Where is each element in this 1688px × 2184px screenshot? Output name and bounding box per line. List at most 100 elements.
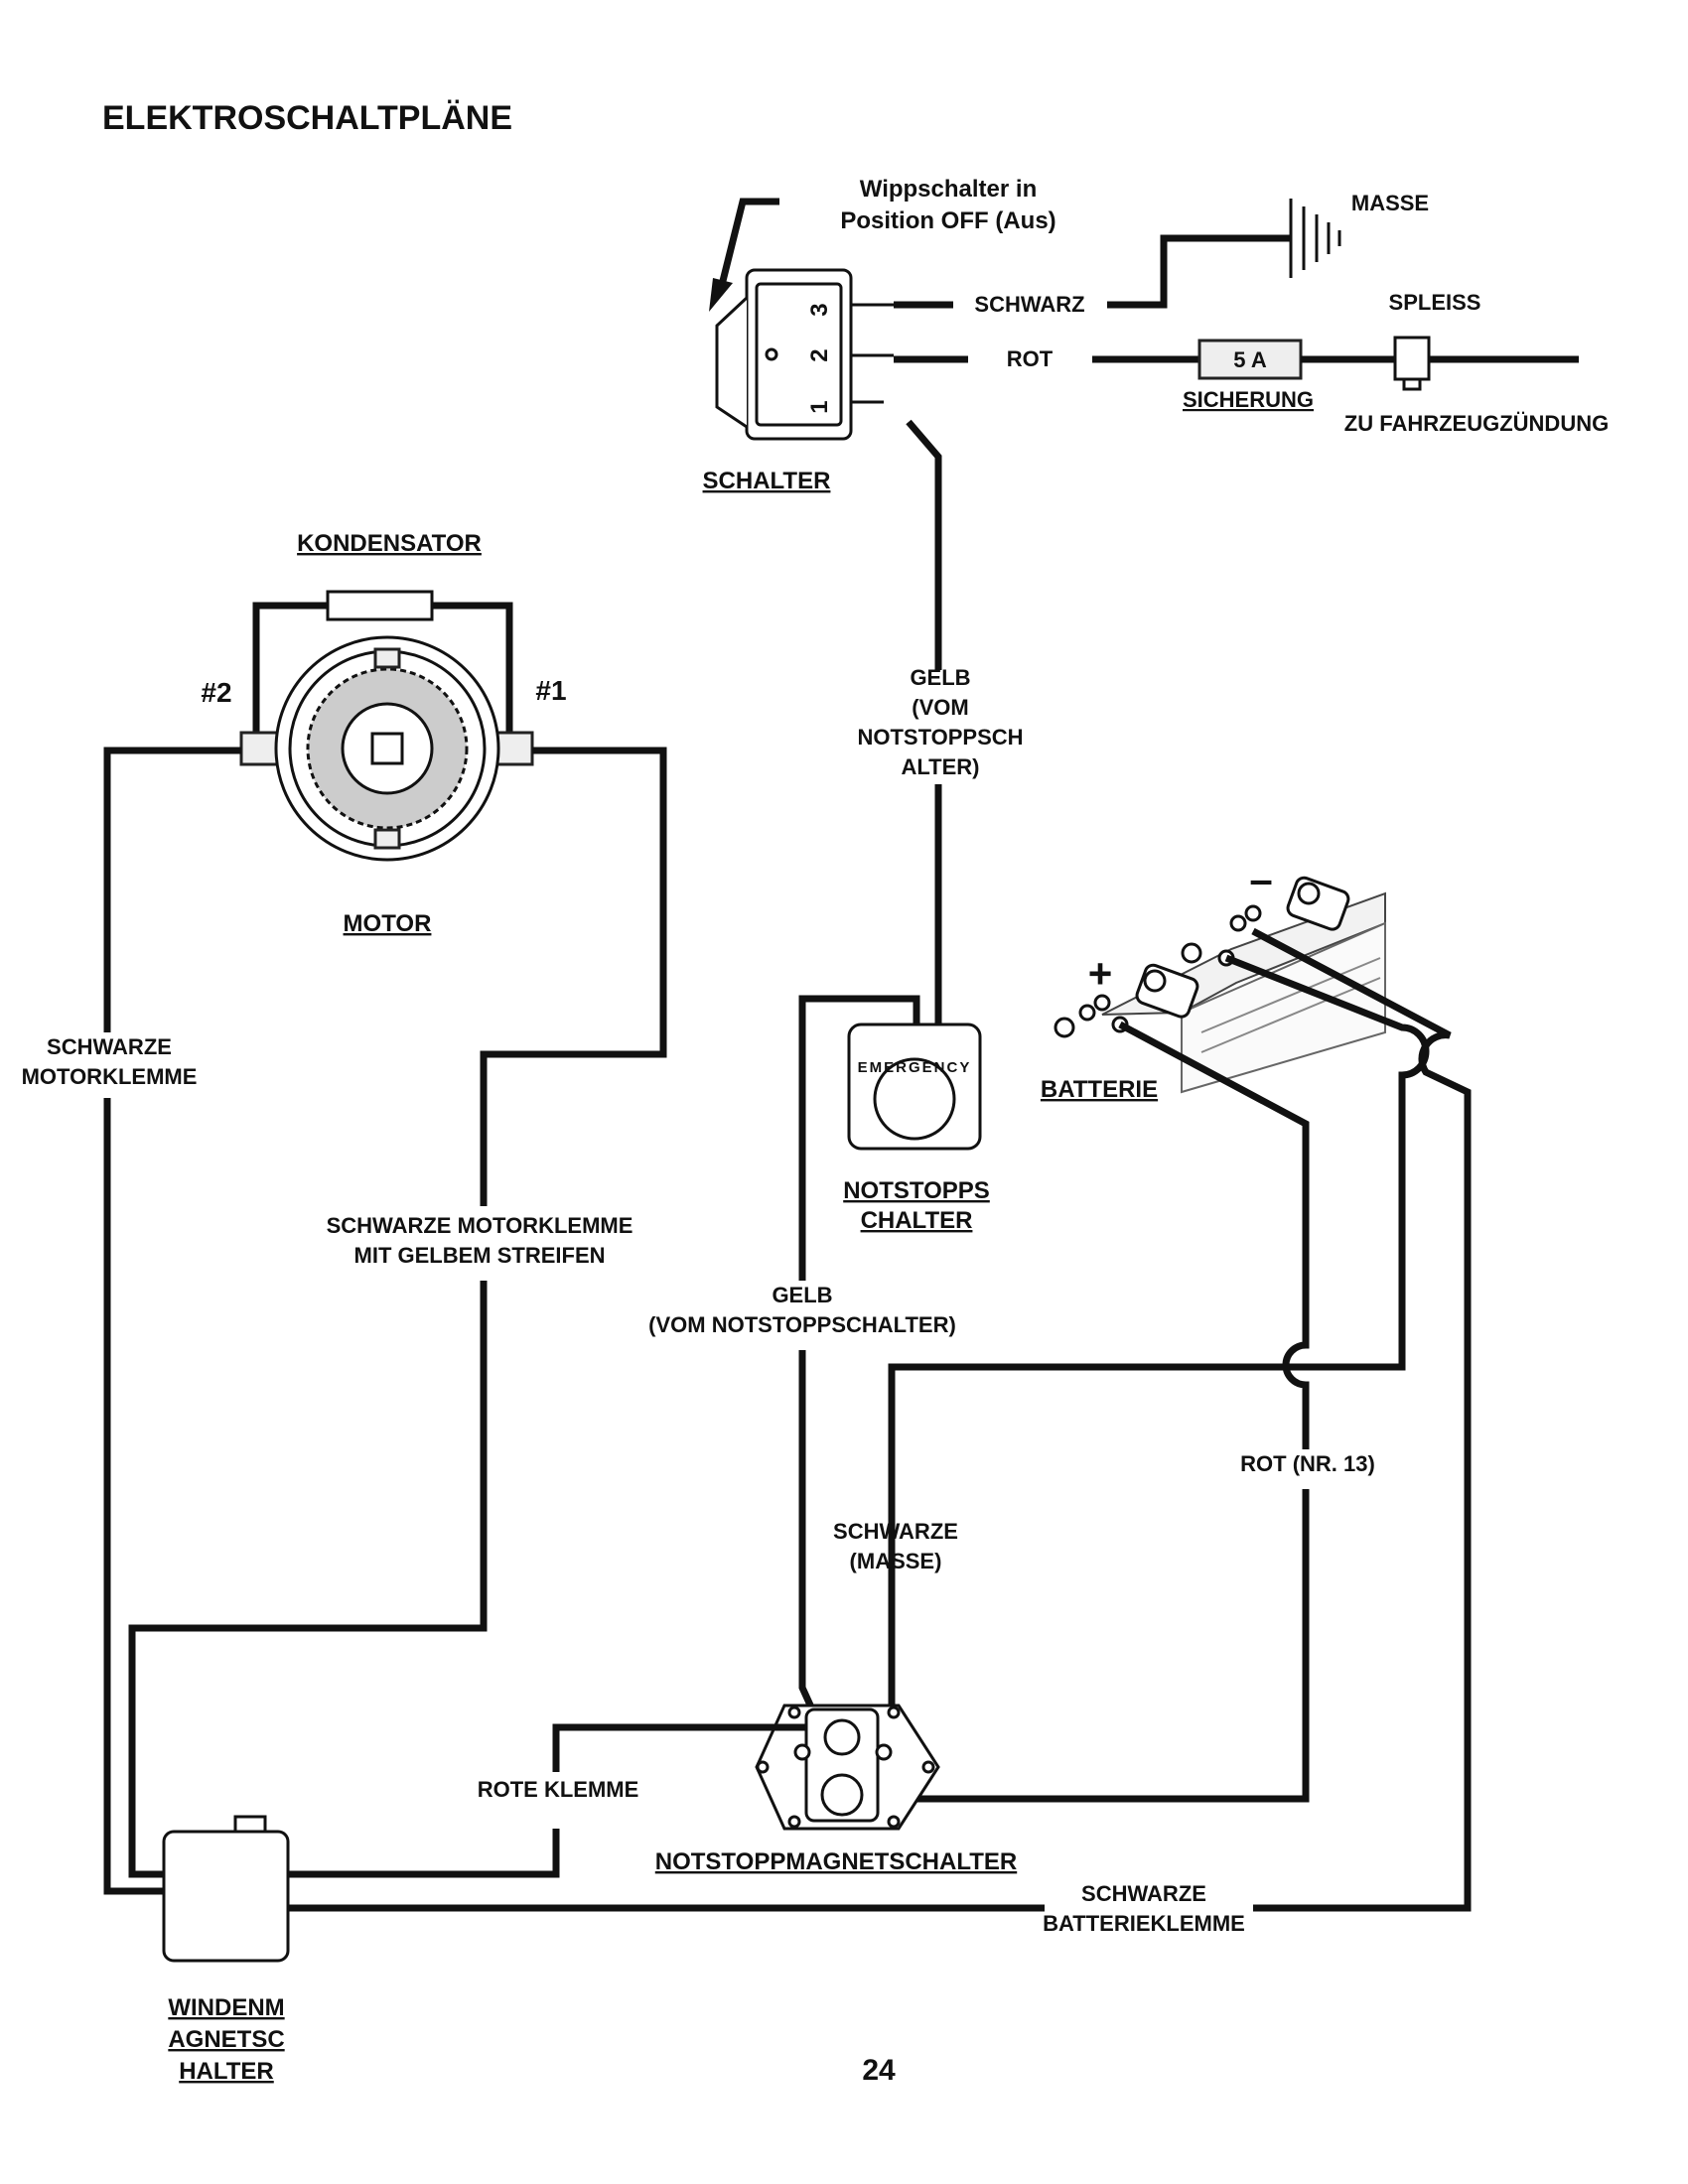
svg-text:(MASSE): (MASSE) <box>850 1549 942 1573</box>
battery: – + <box>1054 856 1386 1094</box>
solenoid-small-2 <box>875 1743 893 1761</box>
wire-rot-13-a <box>1118 1021 1310 1449</box>
solenoid-small-1 <box>793 1743 811 1761</box>
pos-nut-1 <box>1093 994 1111 1012</box>
rot-label: ROT <box>1007 346 1054 371</box>
solenoid-mount-1 <box>787 1706 801 1719</box>
wire-motor-term2 <box>103 747 241 1032</box>
svg-text:MOTORKLEMME: MOTORKLEMME <box>22 1064 198 1089</box>
solenoid-mount-2 <box>887 1706 901 1719</box>
schwarze-motorklemme-label: SCHWARZE MOTORKLEMME <box>22 1034 198 1089</box>
estop-emergency-text: EMERGENCY <box>858 1059 972 1076</box>
estop-button <box>873 1057 956 1141</box>
svg-text:GELB: GELB <box>910 665 970 690</box>
svg-text:NOTSTOPPSCH: NOTSTOPPSCH <box>857 725 1023 750</box>
svg-text:WINDENM: WINDENM <box>168 1994 284 2021</box>
pos-nut-3 <box>1054 1017 1075 1038</box>
svg-text:SCHWARZE MOTORKLEMME: SCHWARZE MOTORKLEMME <box>327 1213 633 1238</box>
pin-3-label: 3 <box>806 303 833 316</box>
neg-nut-2 <box>1229 914 1247 932</box>
battery-box <box>1181 921 1386 1094</box>
fuse-value: 5 A <box>1233 347 1267 372</box>
rocker-arrowhead <box>709 278 733 312</box>
solenoid-mount-6 <box>921 1760 935 1774</box>
wire-batt-neg-main <box>1251 927 1472 1912</box>
ground-symbol <box>1289 199 1341 278</box>
pin-2-label: 2 <box>806 348 833 361</box>
kondensator-label: KONDENSATOR <box>297 530 482 557</box>
schwarz-label: SCHWARZ <box>974 292 1084 317</box>
wire-gelb-bottom-a <box>798 995 920 1281</box>
svg-text:ALTER): ALTER) <box>901 754 979 779</box>
wire-rote-klemme-b <box>288 1829 560 1878</box>
solenoid-stud-top <box>823 1718 861 1756</box>
solenoid-mount-3 <box>787 1815 801 1829</box>
neg-nut-3 <box>1181 942 1202 964</box>
winch-solenoid-cap <box>233 1815 267 1834</box>
wire-motor-term1 <box>480 747 667 1206</box>
negative-post <box>1297 882 1321 905</box>
svg-text:AGNETSC: AGNETSC <box>168 2026 284 2053</box>
winch-solenoid <box>144 1815 308 1963</box>
splice <box>1393 336 1431 381</box>
wire-gelb-top-a <box>906 419 942 670</box>
solenoid-stud-bottom <box>820 1773 864 1817</box>
svg-text:SCHWARZE: SCHWARZE <box>833 1519 958 1544</box>
rocker-pointer-arrow <box>716 198 779 294</box>
term-2-label: #2 <box>201 677 231 708</box>
svg-text:BATTERIEKLEMME: BATTERIEKLEMME <box>1043 1911 1245 1936</box>
svg-text:NOTSTOPPS: NOTSTOPPS <box>843 1177 990 1204</box>
svg-text:SCHWARZE: SCHWARZE <box>47 1034 172 1059</box>
pin-1-label: 1 <box>806 400 833 413</box>
wire-rote-klemme-a <box>552 1723 806 1772</box>
rote-klemme-label: ROTE KLEMME <box>478 1777 639 1802</box>
svg-text:HALTER: HALTER <box>179 2058 274 2085</box>
minus-label: – <box>1249 856 1272 902</box>
wire-capacitor <box>252 602 513 740</box>
splice-tab <box>1402 377 1422 391</box>
zu-fahrzeug-label: ZU FAHRZEUGZÜNDUNG <box>1344 411 1609 436</box>
sicherung-label: SICHERUNG <box>1183 387 1314 412</box>
rocker-note-line2: Position OFF (Aus) <box>840 207 1055 234</box>
emergency-stop-switch: EMERGENCY <box>847 1023 982 1151</box>
switch-lamp <box>765 347 778 361</box>
motor-brush-bottom <box>373 828 401 850</box>
batterie-label: BATTERIE <box>1041 1076 1158 1103</box>
spleiss-label: SPLEISS <box>1389 290 1481 315</box>
schwarze-masse-label: SCHWARZE (MASSE) <box>833 1519 958 1573</box>
rocker-paddle <box>715 296 749 429</box>
wire-schwarz-b <box>1107 234 1291 309</box>
svg-text:SCHWARZE: SCHWARZE <box>1081 1881 1206 1906</box>
svg-text:CHALTER: CHALTER <box>861 1207 973 1234</box>
motor-shaft <box>370 732 404 765</box>
notstopps-label: NOTSTOPPS CHALTER <box>843 1177 990 1234</box>
capacitor <box>326 590 434 621</box>
solenoid-mount-5 <box>756 1760 770 1774</box>
motor-label: MOTOR <box>344 910 432 937</box>
wire-gelb-bottom-b <box>798 1350 816 1711</box>
positive-post <box>1143 969 1167 993</box>
svg-text:(VOM: (VOM <box>912 695 968 720</box>
rot13-label: ROT (NR. 13) <box>1240 1451 1375 1476</box>
motor <box>239 635 534 862</box>
schwarze-motorklemme-gelb-label: SCHWARZE MOTORKLEMME MIT GELBEM STREIFEN <box>327 1213 633 1268</box>
rocker-note-line1: Wippschalter in <box>860 176 1037 203</box>
neg-nut-1 <box>1244 904 1262 922</box>
rocker-switch: Wippschalter in Position OFF (Aus) 3 2 1… <box>703 176 1056 494</box>
emergency-solenoid <box>755 1704 940 1831</box>
switch-label: SCHALTER <box>703 468 831 494</box>
motor-brush-top <box>373 647 401 669</box>
windenmagnetschalter-label: WINDENM AGNETSC HALTER <box>168 1994 284 2085</box>
svg-text:(VOM NOTSTOPPSCHALTER): (VOM NOTSTOPPSCHALTER) <box>648 1312 956 1337</box>
plus-label: + <box>1088 950 1113 997</box>
winch-solenoid-body <box>162 1830 290 1963</box>
notstoppmagnet-label: NOTSTOPPMAGNETSCHALTER <box>655 1848 1017 1875</box>
negative-clamp <box>1286 876 1350 931</box>
svg-text:MIT GELBEM STREIFEN: MIT GELBEM STREIFEN <box>354 1243 606 1268</box>
masse-label: MASSE <box>1351 191 1429 215</box>
gelb-label-top: GELB (VOM NOTSTOPPSCH ALTER) <box>857 665 1023 779</box>
pos-nut-2 <box>1078 1004 1096 1022</box>
svg-text:GELB: GELB <box>772 1283 832 1307</box>
page-title: ELEKTROSCHALTPLÄNE <box>102 99 512 137</box>
